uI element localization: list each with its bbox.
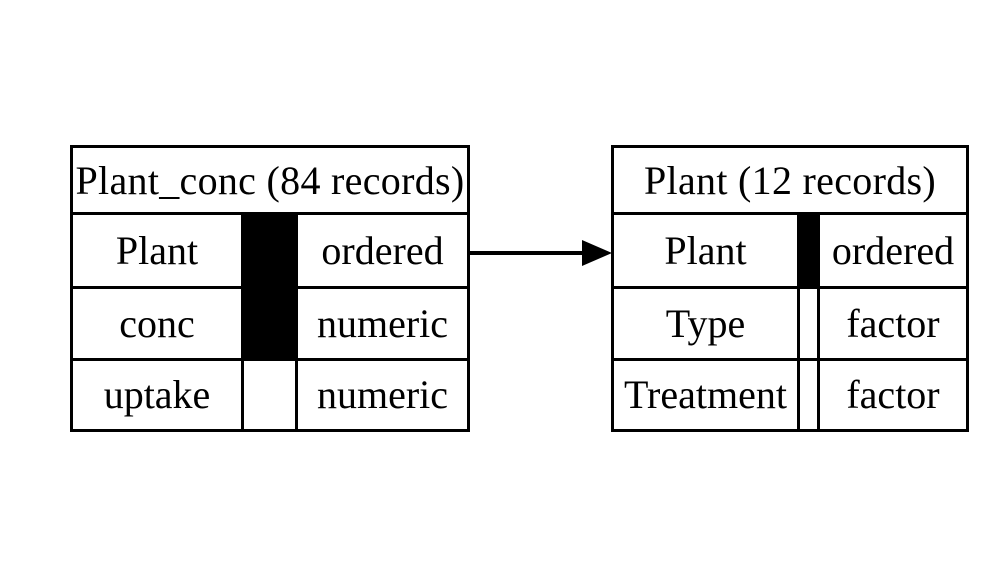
table-title: Plant (12 records) [644,157,936,203]
column-type-cell: numeric [298,357,467,429]
column-name-cell: uptake [73,357,241,429]
column-name-cell: conc [73,286,241,358]
column-type-cell: numeric [298,286,467,358]
key-indicator [797,357,820,429]
column-type-cell: ordered [820,215,966,287]
table-plant: Plant (12 records) Plant ordered Type fa… [611,145,969,432]
table-plant-conc: Plant_conc (84 records) Plant ordered co… [70,145,470,432]
table-title: Plant_conc (84 records) [75,157,465,203]
column-name-cell: Treatment [614,357,797,429]
key-indicator [797,215,820,287]
table-plant-conc-header: Plant_conc (84 records) [73,148,467,215]
key-indicator [241,286,298,358]
column-name-cell: Plant [614,215,797,287]
column-type-cell: factor [820,286,966,358]
column-type-cell: ordered [298,215,467,287]
column-type-cell: factor [820,357,966,429]
table-plant-header: Plant (12 records) [614,148,966,215]
key-indicator [241,215,298,287]
key-indicator [241,357,298,429]
column-name-cell: Type [614,286,797,358]
key-indicator [797,286,820,358]
relationship-arrow [467,240,612,266]
column-name-cell: Plant [73,215,241,287]
